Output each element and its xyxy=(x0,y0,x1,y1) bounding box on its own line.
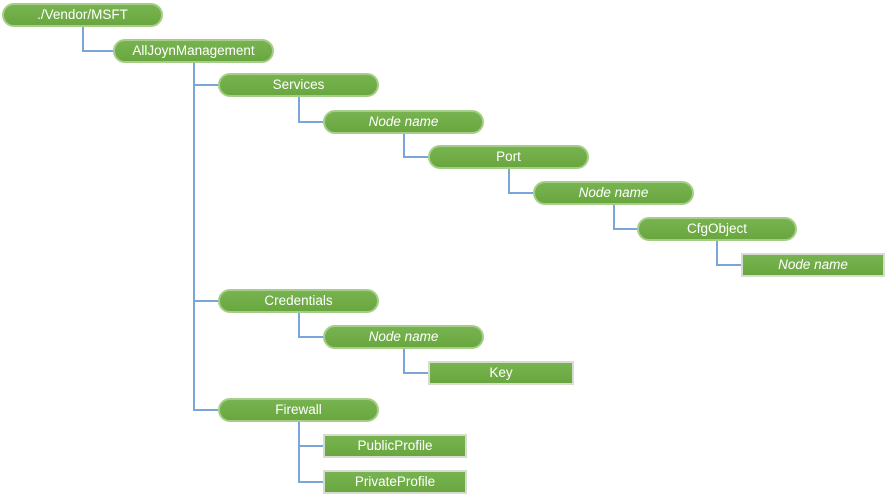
tree-node-services-node-name: Node name xyxy=(323,110,484,134)
tree-node-credentials: Credentials xyxy=(218,289,379,313)
tree-node-vendor-msft: ./Vendor/MSFT xyxy=(2,3,163,27)
connector-horizontal-firewall-public-profile xyxy=(297,445,324,447)
tree-node-port-node-name: Node name xyxy=(533,181,694,205)
connector-horizontal-port-node-name-cfg-object xyxy=(612,228,638,230)
tree-node-public-profile: PublicProfile xyxy=(323,434,467,458)
tree-node-firewall: Firewall xyxy=(218,398,379,422)
connector-horizontal-cfg-object-cfg-node-name xyxy=(716,264,742,266)
connector-horizontal-vendor-msft-alljoyn-management xyxy=(81,50,114,52)
connector-horizontal-alljoyn-management-services xyxy=(192,84,219,86)
connector-horizontal-port-port-node-name xyxy=(507,192,534,194)
tree-node-port: Port xyxy=(428,145,589,169)
connector-horizontal-alljoyn-management-credentials xyxy=(192,300,219,302)
tree-node-cfg-node-name: Node name xyxy=(741,253,885,277)
connector-horizontal-credentials-node-name-key xyxy=(402,372,429,374)
connector-vertical-cfg-object-cfg-node-name xyxy=(716,240,718,266)
connector-horizontal-credentials-credentials-node-name xyxy=(297,336,324,338)
tree-node-cfg-object: CfgObject xyxy=(637,217,797,241)
connector-vertical-services-node-name-port xyxy=(402,133,405,158)
tree-node-services: Services xyxy=(218,73,379,97)
tree-node-alljoyn-management: AllJoynManagement xyxy=(113,39,274,63)
connector-horizontal-alljoyn-management-firewall xyxy=(192,409,219,411)
connector-vertical-firewall-private-profile xyxy=(297,421,300,483)
connector-vertical-port-port-node-name xyxy=(507,168,510,194)
connector-horizontal-services-services-node-name xyxy=(297,121,324,123)
tree-node-key: Key xyxy=(428,361,574,385)
connector-horizontal-firewall-private-profile xyxy=(297,481,324,483)
connector-horizontal-services-node-name-port xyxy=(402,156,429,158)
tree-node-credentials-node-name: Node name xyxy=(323,325,484,349)
connector-vertical-credentials-credentials-node-name xyxy=(297,312,300,338)
connector-vertical-port-node-name-cfg-object xyxy=(612,204,615,230)
tree-node-private-profile: PrivateProfile xyxy=(323,470,467,494)
connector-vertical-credentials-node-name-key xyxy=(402,348,405,374)
connector-vertical-vendor-msft-alljoyn-management xyxy=(81,26,84,52)
connector-vertical-services-services-node-name xyxy=(297,96,300,123)
connector-vertical-alljoyn-management-firewall xyxy=(192,62,195,411)
